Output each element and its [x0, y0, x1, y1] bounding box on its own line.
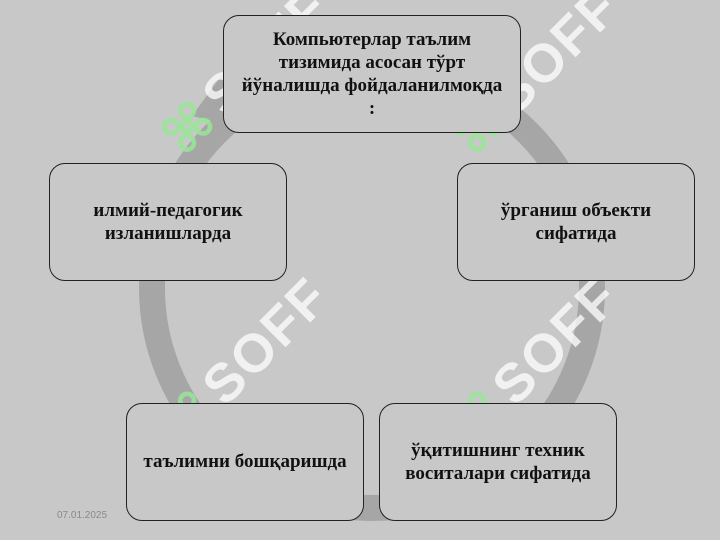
footer-date: 07.01.2025	[57, 510, 108, 521]
cycle-arrowhead	[192, 72, 226, 124]
node-study-object: ўрганиш объекти сифатида	[457, 163, 695, 281]
node-teaching-tools: ўқитишнинг техник воситалари сифатида	[379, 403, 617, 521]
node-education-management: таълимни бошқаришда	[126, 403, 364, 521]
center-node: Компьютерлар таълим тизимида асосан тўрт…	[223, 15, 521, 133]
node-scientific-research: илмий-педагогик изланишларда	[49, 163, 287, 281]
